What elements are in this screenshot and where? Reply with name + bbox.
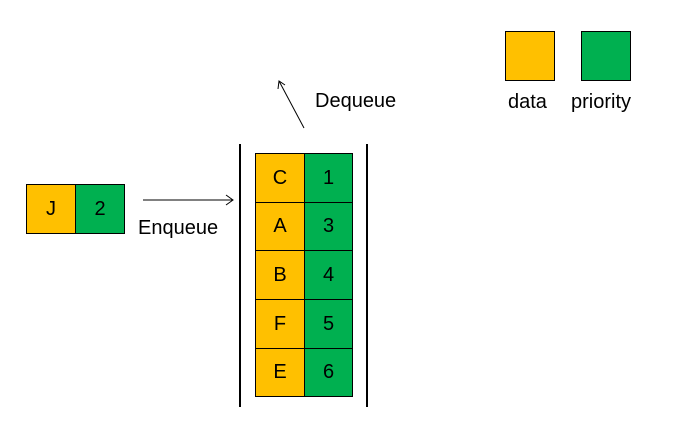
- incoming-priority-cell: 2: [75, 184, 125, 234]
- queue-left-wall: [239, 144, 241, 407]
- queue-row-3-priority: 4: [304, 250, 353, 300]
- legend-data-label: data: [508, 91, 547, 113]
- queue-row-2-data: A: [255, 202, 305, 251]
- legend-priority-label: priority: [571, 91, 632, 113]
- legend-priority-swatch: [581, 31, 631, 81]
- dequeue-arrow: [277, 80, 305, 129]
- queue-row-4-priority: 5: [304, 299, 353, 349]
- queue-row-1-priority: 1: [304, 153, 353, 203]
- enqueue-label: Enqueue: [138, 217, 219, 239]
- enqueue-arrow: [143, 194, 234, 206]
- queue-row-5-priority: 6: [304, 348, 353, 397]
- queue-right-wall: [366, 144, 368, 407]
- queue-row-5-data: E: [255, 348, 305, 397]
- dequeue-label: Dequeue: [315, 90, 397, 112]
- incoming-data-cell: J: [26, 184, 76, 234]
- legend-data-swatch: [505, 31, 555, 81]
